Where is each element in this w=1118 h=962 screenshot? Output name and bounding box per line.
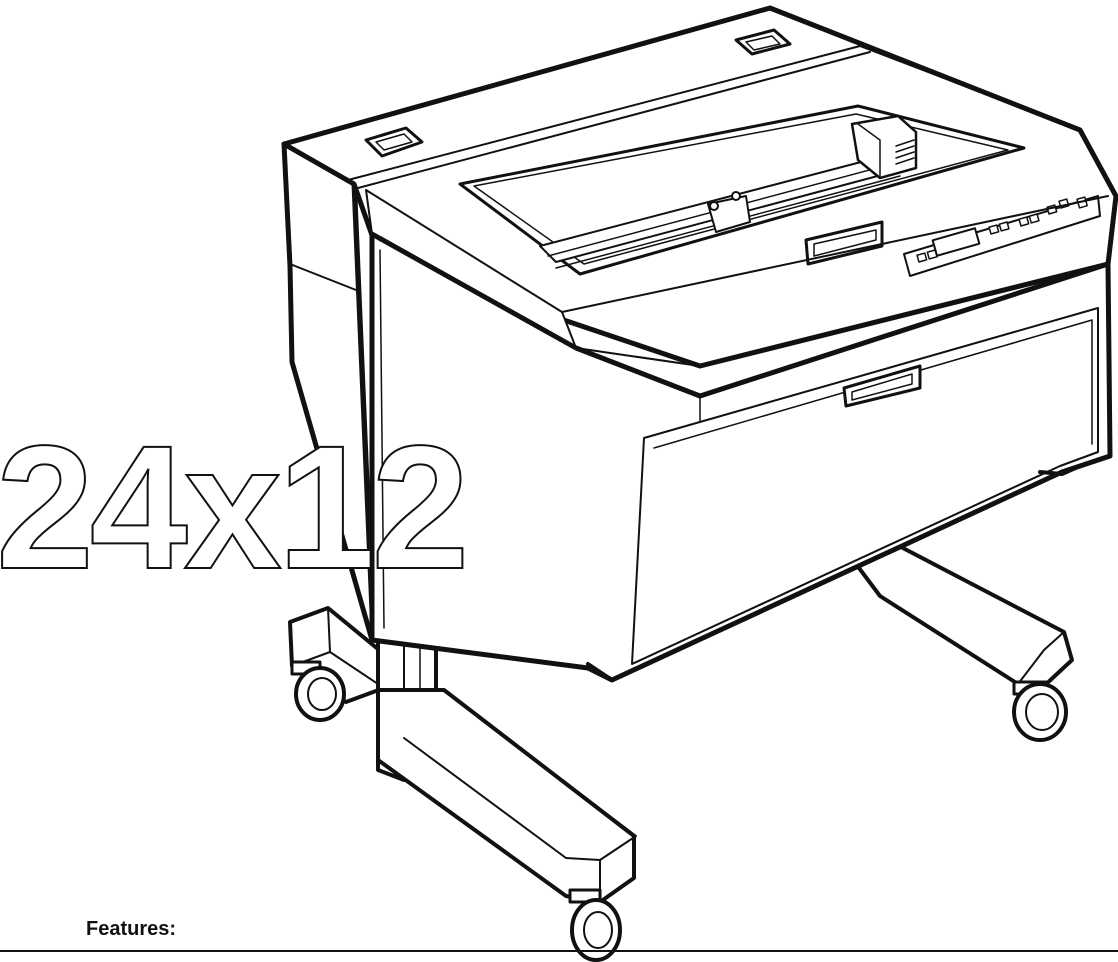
rear-caster	[1012, 680, 1068, 742]
stand-rear-leg	[848, 534, 1074, 688]
left-caster	[290, 660, 346, 722]
model-title: 24x12	[0, 410, 470, 606]
front-door	[631, 307, 1099, 665]
gantry	[539, 114, 918, 269]
stand	[288, 534, 1074, 962]
machine-body	[281, 5, 1118, 683]
section-divider	[0, 950, 1118, 952]
stand-front-foot	[376, 688, 636, 904]
front-caster	[568, 888, 622, 962]
control-panel	[903, 195, 1101, 277]
features-heading: Features:	[86, 918, 177, 940]
rear-lid-handles	[364, 28, 792, 158]
